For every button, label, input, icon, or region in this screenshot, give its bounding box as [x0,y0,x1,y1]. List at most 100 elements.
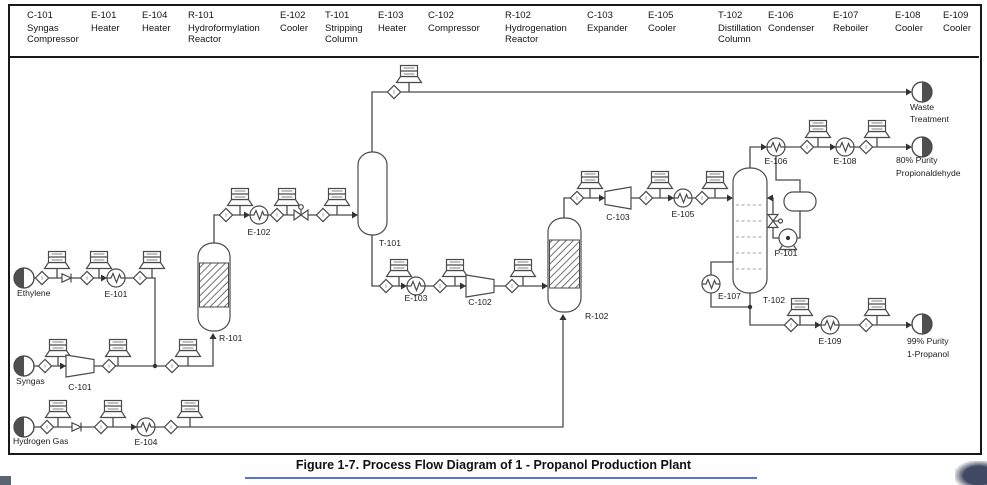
heater-e104 [136,417,156,437]
legend-tag: C-102 [428,10,454,21]
pump-p101 [778,228,798,251]
check-valve-icon [71,421,82,433]
stream-number-diamond [39,419,55,435]
legend-name: Heater [142,22,171,34]
compressor-c101 [65,354,95,378]
sink-label-waste-2: Treatment [910,114,949,124]
stream-number-diamond [132,270,148,286]
stream-number-diamond [34,270,50,286]
tag-e104: E-104 [135,437,158,447]
tag-e105: E-105 [672,209,695,219]
legend-tag: E-103 [378,10,404,21]
control-valve-icon [293,204,309,221]
feed-label-syngas: Syngas [16,376,45,386]
feed-label-hydrogen: Hydrogen Gas [13,436,68,446]
stream-number-diamond [638,190,654,206]
stream-number-diamond [432,278,448,294]
diagram-frame [8,4,982,455]
stream-flag [226,187,254,216]
legend-name: Cooler [943,22,971,34]
process-flow-diagram: Ethylene Syngas Hydrogen Gas E-101 C-101… [13,64,961,447]
legend-tag: T-101 [325,10,350,21]
tag-r101: R-101 [219,333,243,343]
feed-symbol-ethylene [13,267,35,289]
stream-number-diamond [164,358,180,374]
stream-number-diamond [79,270,95,286]
stream-flag [576,170,604,199]
tag-e102: E-102 [248,227,271,237]
legend-name: Heater [91,22,120,34]
legend-name: Hydroformylation Reactor [188,22,260,46]
cooler-e109 [820,315,840,335]
legend-name: Expander [587,22,628,34]
tag-e107: E-107 [718,291,741,301]
stripping-column-t101 [357,151,388,236]
stream-number-diamond [783,317,799,333]
scan-artifact [955,461,987,485]
stream-flag [43,250,71,279]
tag-e101: E-101 [105,289,128,299]
legend-tag: C-101 [27,10,53,21]
legend-name: Cooler [648,22,676,34]
stream-flag [395,64,423,93]
tag-e106: E-106 [765,156,788,166]
legend-tag: E-105 [648,10,674,21]
stream-number-diamond [315,207,331,223]
stream-number-diamond [163,419,179,435]
legend-name: Syngas Compressor [27,22,79,46]
legend-tag: E-109 [943,10,969,21]
sink-label-waste-1: Waste [910,102,934,112]
legend-name: Stripping Column [325,22,363,46]
tag-c102: C-102 [468,297,492,307]
sink-label-propanol-2: 1-Propanol [907,349,949,359]
legend-name: Compressor [428,22,480,34]
legend-tag: E-101 [91,10,117,21]
tag-e108: E-108 [834,156,857,166]
figure-caption: Figure 1-7. Process Flow Diagram of 1 - … [295,458,692,472]
sink-symbol-propionaldehyde [911,136,933,158]
tag-e109: E-109 [819,336,842,346]
tag-c101: C-101 [68,382,92,392]
legend-tag: R-102 [505,10,531,21]
distillation-column-t102 [732,167,768,294]
stream-number-diamond [694,190,710,206]
tag-r102: R-102 [585,311,609,321]
tag-e103: E-103 [405,293,428,303]
legend-separator-line [10,56,979,58]
stream-number-diamond [858,139,874,155]
stream-number-diamond [799,139,815,155]
stream-flag [176,399,204,428]
legend-tag: E-108 [895,10,921,21]
stream-flag [701,170,729,199]
sink-label-propanal-2: Propionaldehyde [896,168,961,178]
stream-flag [646,170,674,199]
check-valve-icon [61,272,72,284]
legend-name: Cooler [895,22,923,34]
legend-tag: R-101 [188,10,214,21]
heater-e101 [106,268,126,288]
sink-symbol-waste [911,81,933,103]
expander-c103 [604,186,632,210]
legend-name: Distillation Column [718,22,762,46]
cooler-e102 [249,205,269,225]
tag-p101: P-101 [775,248,798,258]
legend-tag: E-107 [833,10,859,21]
cooler-e105 [673,188,693,208]
legend-tag: E-104 [142,10,168,21]
legend-name: Cooler [280,22,308,34]
reflux-drum [783,191,817,212]
stream-number-diamond [569,190,585,206]
stream-number-diamond [504,278,520,294]
stream-flag [441,258,469,287]
